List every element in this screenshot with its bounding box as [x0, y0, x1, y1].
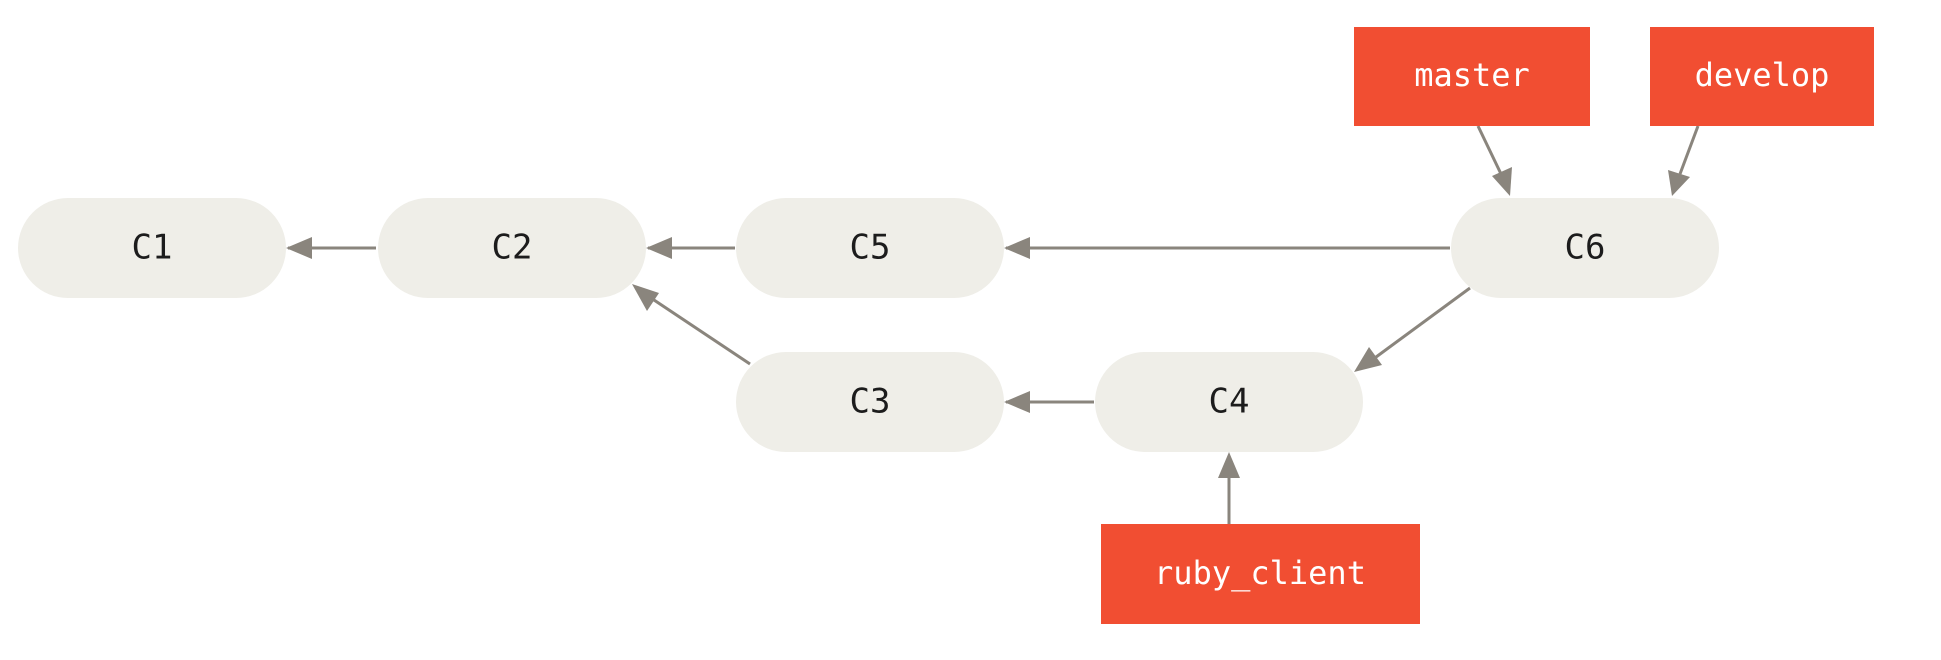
commit-nodes: C1 C2 C5 C6 C3 C4	[18, 198, 1719, 452]
branch-label: master	[1414, 56, 1530, 94]
arrow-c6-to-c4	[1371, 286, 1471, 362]
arrowhead-c6-to-c4	[1354, 347, 1382, 372]
parent-links	[286, 125, 1700, 524]
arrowhead-c5-to-c2	[646, 237, 672, 259]
arrowhead-c6-to-c5	[1004, 237, 1030, 259]
arrowhead-c2-to-c1	[286, 237, 312, 259]
branch-ruby-client: ruby_client	[1101, 524, 1420, 624]
arrow-master-to-c6	[1476, 125, 1504, 177]
commit-node-c3: C3	[736, 352, 1004, 452]
commit-label: C5	[850, 228, 891, 268]
commit-label: C4	[1209, 382, 1250, 422]
commit-label: C2	[492, 228, 533, 268]
arrowhead-develop-to-c6	[1668, 170, 1690, 196]
branch-labels: master develop ruby_client	[1101, 27, 1874, 624]
commit-label: C6	[1565, 228, 1606, 268]
branch-develop: develop	[1650, 27, 1874, 126]
commit-node-c2: C2	[378, 198, 646, 298]
commit-node-c1: C1	[18, 198, 286, 298]
arrowhead-c4-to-c3	[1004, 391, 1030, 413]
commit-node-c4: C4	[1095, 352, 1363, 452]
commit-label: C1	[132, 228, 173, 268]
arrowhead-c3-to-c2	[632, 284, 659, 311]
branch-master: master	[1354, 27, 1590, 126]
branch-label: develop	[1695, 56, 1830, 94]
arrow-develop-to-c6	[1678, 125, 1700, 175]
commit-node-c5: C5	[736, 198, 1004, 298]
commit-label: C3	[850, 382, 891, 422]
arrowhead-ruby-client-to-c4	[1218, 452, 1240, 478]
arrow-c3-to-c2	[641, 290, 751, 366]
arrowhead-master-to-c6	[1492, 167, 1512, 196]
branch-label: ruby_client	[1154, 554, 1366, 592]
commit-node-c6: C6	[1451, 198, 1719, 298]
